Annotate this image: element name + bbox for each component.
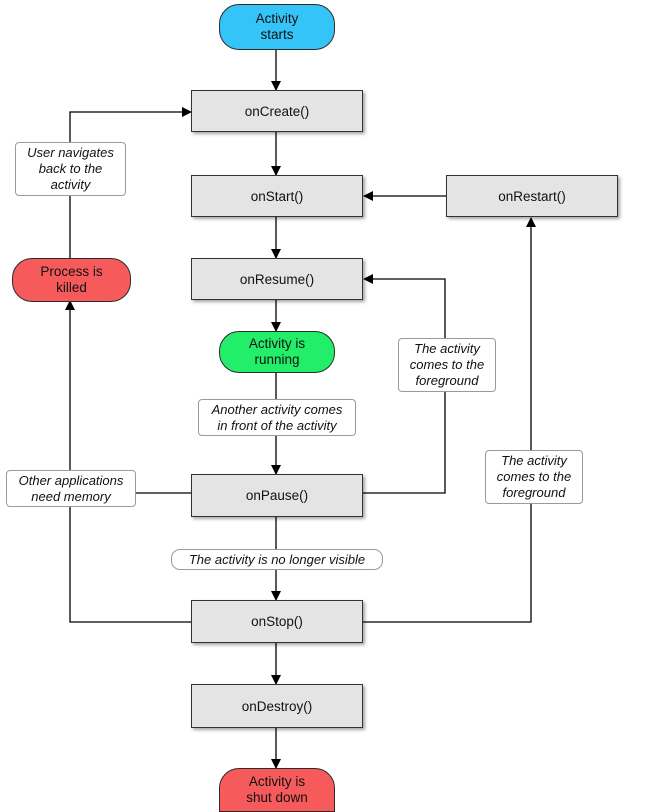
no-longer-visible-label: The activity is no longer visible <box>171 549 383 570</box>
arrow-killed-to-create <box>69 107 192 258</box>
arrow-stop-to-restart <box>362 217 536 623</box>
on-start-method: onStart() <box>191 175 363 217</box>
another-activity-label: Another activity comes in front of the a… <box>198 399 356 436</box>
on-resume-method: onResume() <box>191 258 363 300</box>
on-pause-method: onPause() <box>191 474 363 517</box>
on-create-method: onCreate() <box>191 90 363 132</box>
activity-shut-down-node: Activity is shut down <box>219 768 335 812</box>
user-navigates-back-label: User navigates back to the activity <box>15 142 126 196</box>
foreground-to-resume-label: The activity comes to the foreground <box>398 338 496 392</box>
activity-starts-node: Activity starts <box>219 4 335 50</box>
arrow-stop-to-killed <box>65 300 191 623</box>
on-restart-method: onRestart() <box>446 175 618 217</box>
activity-running-node: Activity is running <box>219 331 335 373</box>
process-killed-node: Process is killed <box>12 258 131 302</box>
on-destroy-method: onDestroy() <box>191 684 363 728</box>
other-apps-memory-label: Other applications need memory <box>6 470 136 507</box>
foreground-to-restart-label: The activity comes to the foreground <box>485 450 583 504</box>
on-stop-method: onStop() <box>191 600 363 643</box>
